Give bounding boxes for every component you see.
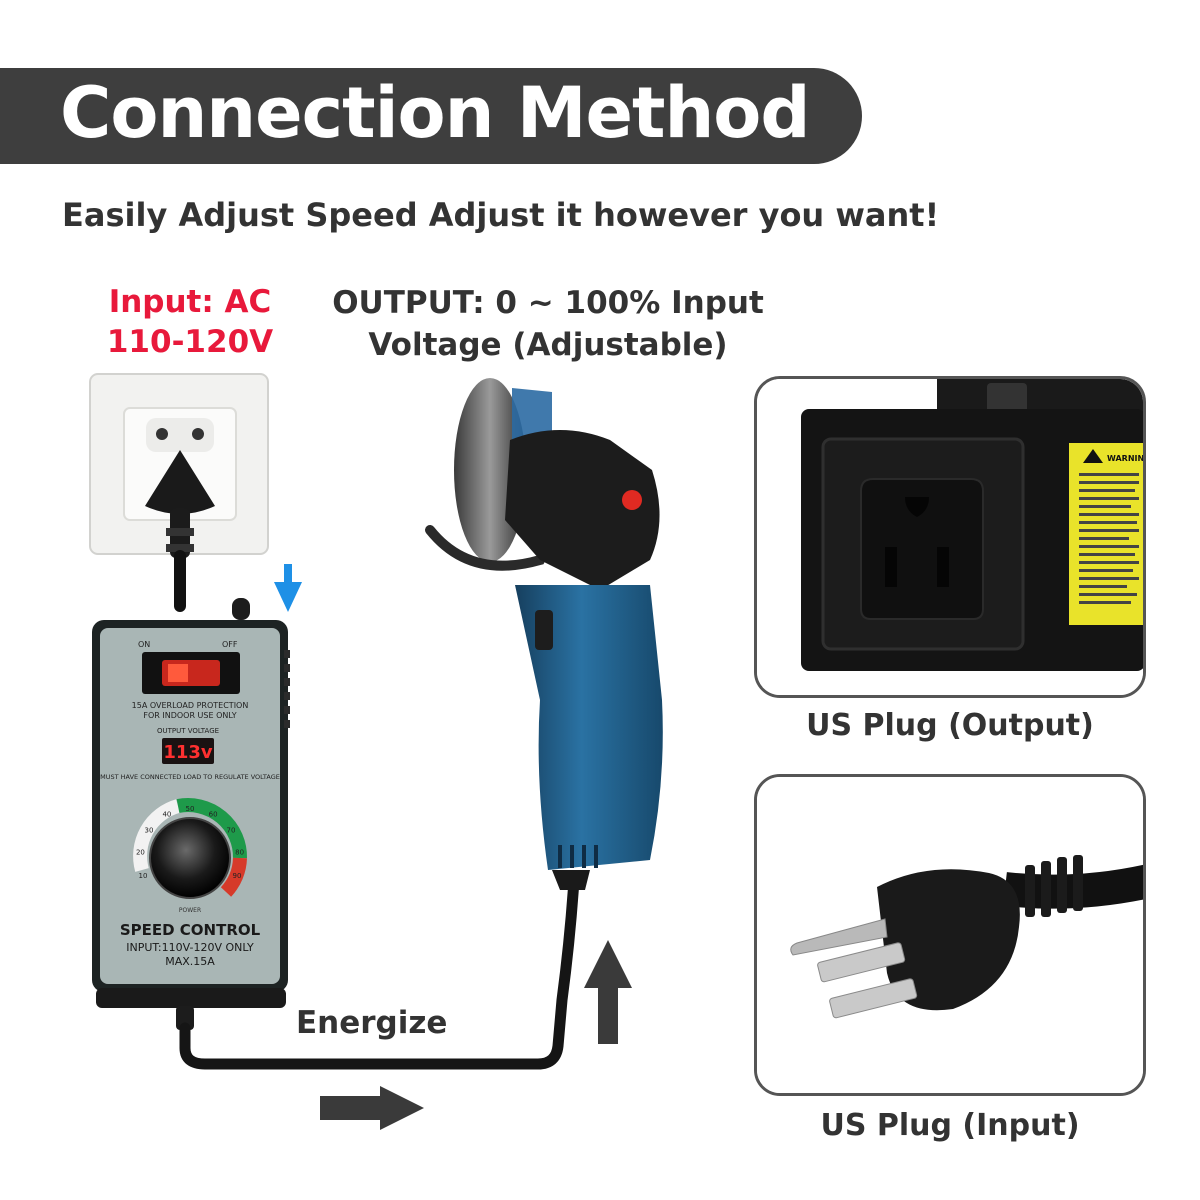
switch-on-label: ON	[138, 640, 150, 649]
switch-off-label: OFF	[222, 640, 238, 649]
dial-scale: 10 20 30 40 50 60 70 80 90	[136, 805, 244, 880]
dial-mark-50: 50	[186, 805, 195, 813]
page-subtitle: Easily Adjust Speed Adjust it however yo…	[62, 196, 940, 234]
output-label-line1: OUTPUT: 0 ~ 100% Input	[332, 285, 764, 321]
dial-mark-80: 80	[235, 849, 244, 857]
dial-mark-40: 40	[162, 811, 171, 819]
angle-grinder	[425, 378, 663, 890]
dial-mark-30: 30	[145, 826, 154, 834]
dial-mark-60: 60	[209, 811, 218, 819]
warning-heading: WARNING	[1107, 454, 1146, 463]
dial-mark-70: 70	[227, 826, 236, 834]
output-label-line2: Voltage (Adjustable)	[368, 327, 728, 363]
protection-line2: FOR INDOOR USE ONLY	[143, 711, 236, 720]
right-arrow-icon	[320, 1086, 424, 1130]
output-cable	[176, 874, 580, 1070]
protection-line1: 15A OVERLOAD PROTECTION	[132, 701, 249, 710]
controller-spec-line2: MAX.15A	[165, 955, 215, 968]
output-voltage-label: OUTPUT: 0 ~ 100% Input Voltage (Adjustab…	[318, 282, 778, 366]
controller-spec-line1: INPUT:110V-120V ONLY	[126, 941, 254, 954]
input-label-line1: Input: AC	[108, 284, 272, 320]
title-banner	[0, 68, 862, 164]
energize-label: Energize	[296, 1005, 448, 1041]
up-arrow-icon	[584, 940, 632, 1044]
input-plug-image	[757, 777, 1143, 1093]
input-voltage-label: Input: AC 110-120V	[90, 282, 290, 362]
input-plug	[145, 450, 215, 612]
display-caption: OUTPUT VOLTAGE	[157, 727, 219, 735]
output-plug-panel: WARNING	[754, 376, 1146, 698]
dial-mark-20: 20	[136, 849, 145, 857]
output-plug-caption: US Plug (Output)	[806, 708, 1094, 743]
output-outlet-image: WARNING	[757, 379, 1146, 695]
dial-mark-90: 90	[233, 872, 242, 880]
page-title: Connection Method	[60, 72, 810, 154]
power-label: POWER	[179, 907, 201, 914]
controller-brand: SPEED CONTROL	[120, 921, 261, 939]
voltage-display-value: 113v	[163, 742, 213, 763]
input-plug-caption: US Plug (Input)	[820, 1108, 1080, 1143]
speed-controller: ON OFF 15A OVERLOAD PROTECTION FOR INDOO…	[92, 598, 290, 1008]
input-label-line2: 110-120V	[106, 324, 274, 360]
down-arrow-icon	[274, 564, 302, 612]
input-plug-panel	[754, 774, 1146, 1096]
dial-mark-10: 10	[139, 872, 148, 880]
load-warning: MUST HAVE CONNECTED LOAD TO REGULATE VOL…	[100, 773, 280, 781]
